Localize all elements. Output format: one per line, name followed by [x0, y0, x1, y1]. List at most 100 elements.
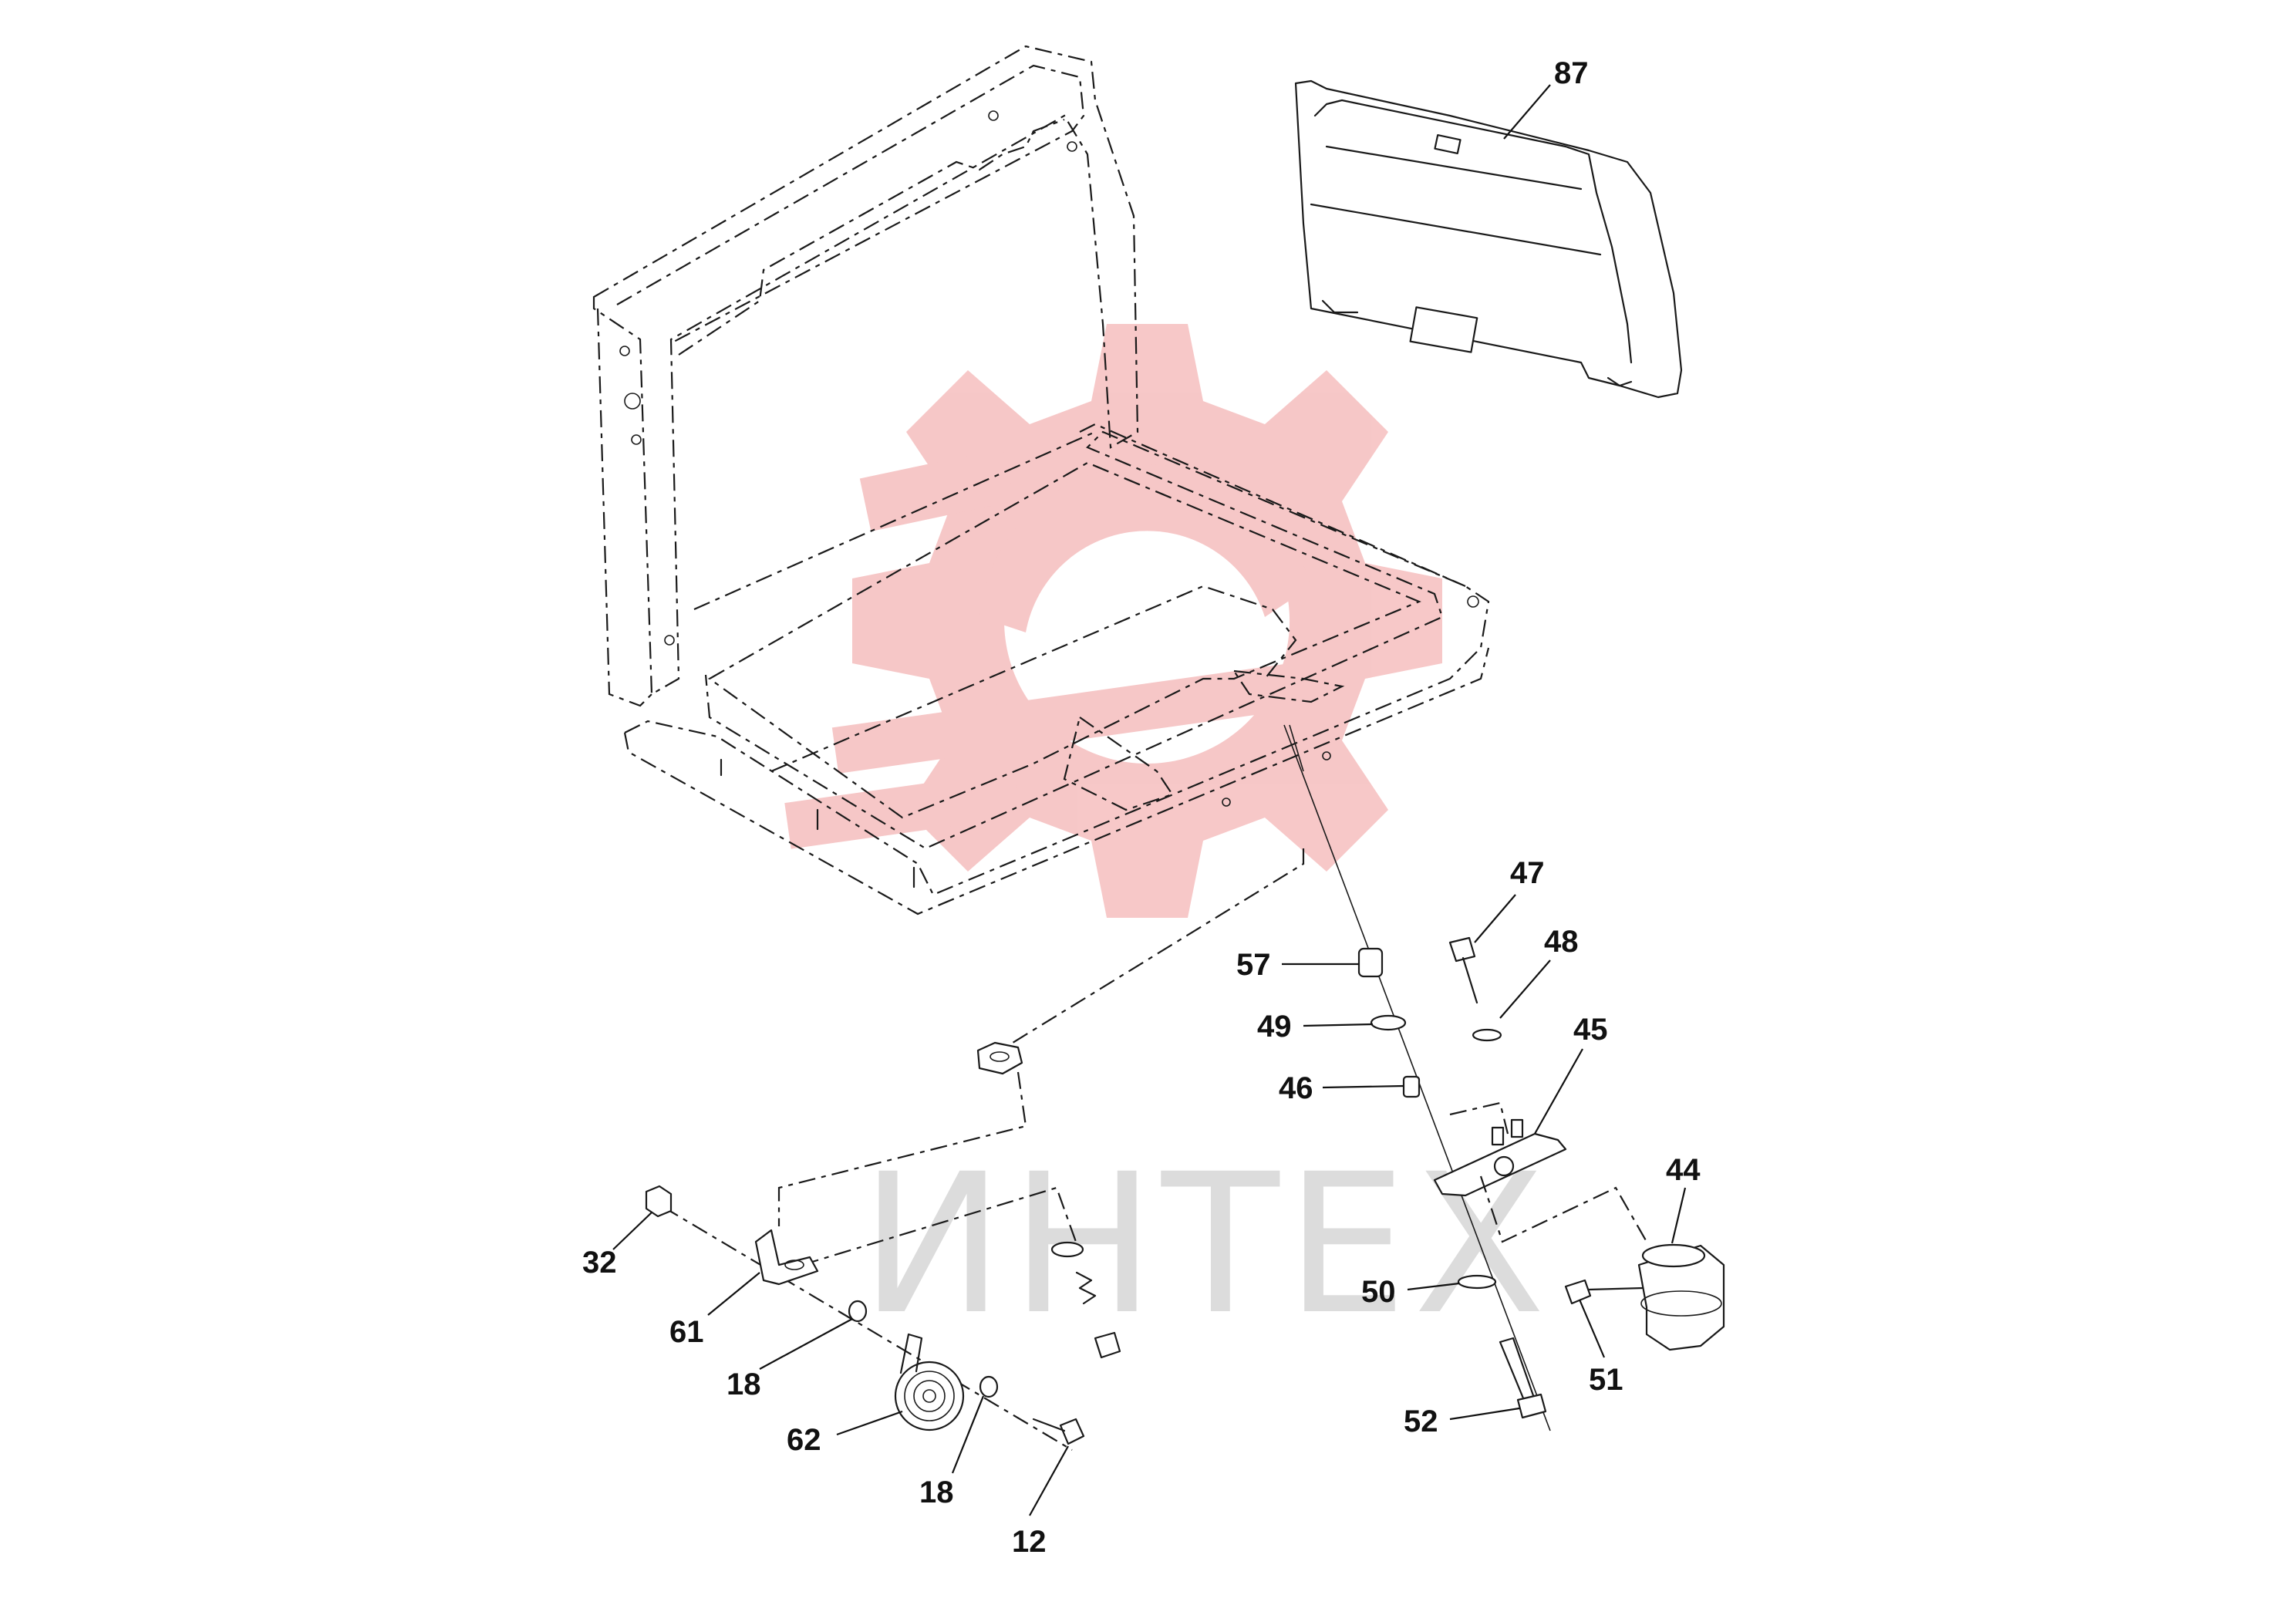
backrest-left-post — [596, 308, 652, 707]
callout-57: 57 — [1236, 948, 1271, 982]
spring-bolt — [1094, 1331, 1121, 1359]
switch-wire-loop — [1449, 1101, 1509, 1135]
seat-base-cross-member — [693, 430, 1096, 611]
frame-hole-icon — [664, 635, 675, 646]
horn-62-ring — [904, 1371, 955, 1421]
callout-18-b: 18 — [919, 1475, 954, 1509]
assembly-axis-line — [1289, 724, 1304, 772]
seat-base-front-rail — [623, 647, 1490, 916]
relay-44 — [1637, 1244, 1725, 1351]
washer-50 — [1457, 1274, 1497, 1290]
callout-labels: 87 47 48 45 44 57 49 46 50 51 52 32 61 1… — [582, 56, 1701, 1559]
seat-cushion-tab — [1409, 306, 1478, 353]
nut-32 — [645, 1185, 673, 1218]
leader-50 — [1407, 1282, 1460, 1291]
leader-44 — [1671, 1187, 1687, 1244]
seat-base-inner-tray — [707, 461, 1421, 819]
leader-49 — [1303, 1023, 1374, 1027]
callout-18-a: 18 — [727, 1367, 761, 1401]
watermark-gear-logo — [784, 324, 1442, 918]
seat-cushion-top-face — [1313, 99, 1633, 364]
horn-axis-line — [663, 1206, 1073, 1451]
connector-51 — [1564, 1279, 1592, 1305]
leader-52 — [1449, 1407, 1520, 1421]
seat-cushion-foot — [1321, 299, 1359, 314]
frame-hole-icon — [1322, 751, 1331, 760]
callout-48: 48 — [1544, 925, 1579, 959]
frame-hole-icon — [624, 393, 641, 410]
leader-46 — [1322, 1084, 1404, 1089]
callout-52: 52 — [1404, 1404, 1438, 1438]
callout-32: 32 — [582, 1246, 617, 1280]
callout-61: 61 — [669, 1315, 704, 1349]
callout-46: 46 — [1279, 1071, 1313, 1105]
spring — [1075, 1271, 1097, 1305]
watermark-text: ИНТЕХ — [860, 1132, 1552, 1357]
screw-47-shank — [1462, 956, 1478, 1004]
seat-base-side-rail — [1079, 423, 1466, 588]
seat-cushion-clip — [1434, 133, 1462, 155]
seat-cushion-seam — [1310, 203, 1602, 256]
leader-48 — [1499, 959, 1551, 1019]
callout-87: 87 — [1554, 56, 1589, 90]
watermark-bar-icon — [831, 661, 1313, 774]
seat-base-cross-member — [770, 585, 1297, 773]
callout-44: 44 — [1666, 1153, 1701, 1187]
bolt-12 — [1059, 1418, 1085, 1445]
callout-62: 62 — [787, 1423, 821, 1457]
relay-44-top — [1641, 1243, 1706, 1268]
backrest-inner-panel — [678, 118, 1065, 356]
bolt-52-head — [1516, 1393, 1547, 1419]
leader-18b — [951, 1395, 985, 1474]
frame-hole-icon — [619, 346, 630, 356]
watermark-gear-icon — [852, 324, 1442, 918]
seat-base-slide-rail — [1232, 669, 1345, 703]
callout-49: 49 — [1257, 1010, 1292, 1044]
bushing-46 — [1402, 1075, 1421, 1098]
connector-51-wire — [1587, 1286, 1644, 1291]
washer-49 — [1370, 1014, 1407, 1031]
callout-leaders — [612, 84, 1687, 1516]
watermark-bar-icon — [859, 448, 1015, 531]
seat-cushion-foot — [1607, 376, 1633, 387]
callout-12: 12 — [1012, 1525, 1047, 1559]
switch-wire-loop — [1479, 1175, 1647, 1243]
harness-dashed-line — [1002, 848, 1305, 1050]
leader-45 — [1534, 1048, 1583, 1135]
leader-51 — [1578, 1299, 1606, 1358]
leader-47 — [1474, 894, 1516, 943]
leader-61 — [707, 1272, 760, 1316]
washer-48 — [1472, 1028, 1502, 1042]
frame-hole-icon — [988, 110, 999, 121]
watermark-bar-icon — [784, 771, 1020, 849]
switch-45-terminal — [1491, 1126, 1505, 1146]
harness-dashed-line — [777, 1071, 1027, 1226]
screw-47 — [1448, 936, 1476, 963]
leader-18a — [759, 1318, 853, 1370]
horn-assembly — [645, 1185, 1121, 1451]
switch-45-knob — [1493, 1155, 1515, 1177]
spring-nut — [1050, 1241, 1084, 1258]
frame-hole-icon — [1467, 595, 1479, 608]
switch-45-terminal — [1510, 1118, 1524, 1138]
leader-87 — [1503, 84, 1551, 140]
seat-frame — [592, 45, 1490, 916]
callout-51: 51 — [1589, 1363, 1623, 1397]
horn-62-center — [922, 1389, 936, 1403]
bracket-61 — [754, 1229, 819, 1286]
backrest-top-rail — [616, 64, 1085, 344]
frame-hole-icon — [631, 434, 642, 445]
callout-45: 45 — [1573, 1013, 1608, 1047]
grommet — [976, 1041, 1023, 1075]
switch-assembly — [1433, 936, 1725, 1351]
callout-50: 50 — [1361, 1275, 1396, 1309]
relay-44-collar — [1640, 1290, 1722, 1317]
bracket-61-hole — [784, 1259, 804, 1270]
horn-62-ring — [913, 1380, 946, 1412]
horn-62-bracket — [899, 1333, 923, 1374]
callout-47: 47 — [1510, 856, 1545, 890]
wire-harness — [777, 848, 1305, 1266]
washer-18-b — [979, 1375, 999, 1398]
leader-62 — [836, 1410, 903, 1436]
